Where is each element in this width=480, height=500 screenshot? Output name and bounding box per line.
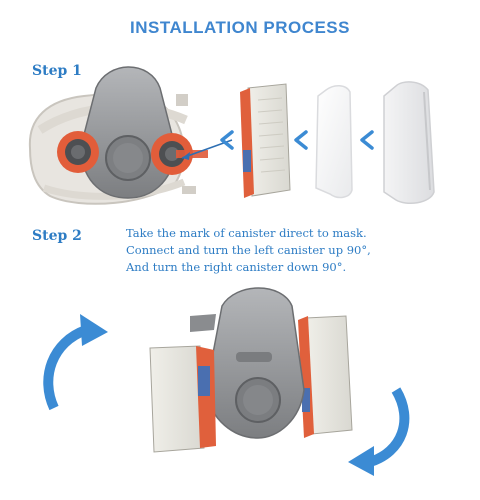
step-2-label: Step 2 [32,228,82,244]
curved-arrow-up-icon [43,314,108,411]
filter-cartridge [240,83,291,198]
chevron-left-icon [294,130,308,150]
instruction-line: Take the mark of canister direct to mask… [126,226,367,240]
page-title: INSTALLATION PROCESS [130,18,350,37]
curved-arrow-down-icon [348,387,410,476]
mask-step1 [28,66,208,205]
instructions: Take the mark of canister direct to mask… [126,225,466,276]
instruction-line: And turn the right canister down 90°. [126,260,347,274]
mask-step2 [149,287,353,453]
instruction-line: Connect and turn the left canister up 90… [126,243,371,257]
step-1-label: Step 1 [32,63,82,79]
retainer-cover [383,81,435,205]
chevron-left-icon [220,130,234,150]
chevron-left-icon [360,130,374,150]
filter-pad [315,85,353,199]
